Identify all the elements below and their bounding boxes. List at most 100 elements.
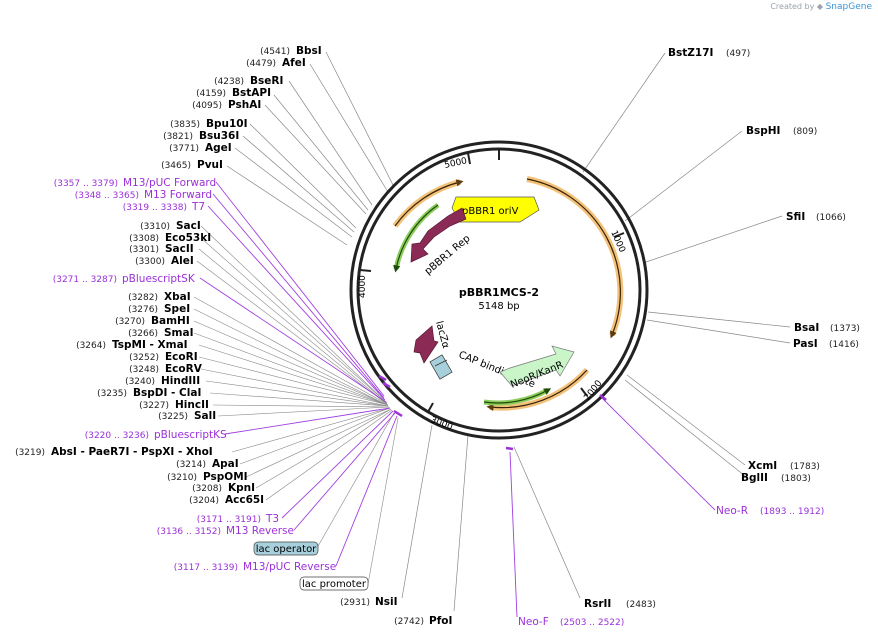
oriv-label: pBBR1 oriV	[462, 206, 519, 217]
enzyme-pos: (2742)	[394, 617, 424, 627]
orf-arcs	[392, 176, 624, 411]
enzyme-pos: (3204)	[189, 496, 219, 506]
primer-label: pBluescriptSK	[122, 273, 196, 285]
tick-4000: 4000	[358, 275, 368, 298]
enzyme-pos: (2931)	[340, 598, 370, 608]
enzyme-pos: (3308)	[129, 234, 159, 244]
enzyme-label: SacI	[176, 220, 201, 232]
tick-5000: 5000	[444, 156, 469, 171]
enzyme-label: BspDI - ClaI	[133, 387, 201, 399]
enzyme-label: PspOMI	[203, 471, 248, 483]
enzyme-label: BamHI	[151, 315, 190, 327]
enzyme-pos: (3300)	[135, 257, 165, 267]
primer-label: Neo-F	[518, 616, 549, 628]
primer-pos: (3117 .. 3139)	[174, 563, 238, 573]
enzyme-pos: (3835)	[170, 120, 200, 130]
enzyme-pos: (3208)	[192, 484, 222, 494]
enzyme-label: SacII	[165, 243, 194, 255]
primer-pos: (3319 .. 3338)	[123, 203, 187, 213]
primer-pos: (3136 .. 3152)	[157, 527, 221, 537]
enzyme-pos: (3282)	[128, 293, 158, 303]
enzyme-pos: (3821)	[163, 132, 193, 142]
primer-label: M13/pUC Reverse	[243, 561, 336, 573]
plasmid-size: 5148 bp	[478, 301, 519, 312]
enzyme-label: BstAPI	[232, 87, 271, 99]
mcs-fan-lines	[193, 225, 399, 585]
enzyme-label: NsiI	[375, 596, 398, 608]
line-bglii	[624, 379, 746, 477]
enzyme-label: SalI	[194, 410, 216, 422]
lac-small-features	[429, 354, 453, 380]
line-bstz17i	[582, 52, 666, 173]
enzyme-pos: (4159)	[196, 89, 226, 99]
enzyme-pos: (3301)	[129, 245, 159, 255]
enzyme-label: BsaI	[794, 322, 819, 334]
snapgene-credit: Created by ◆ SnapGene	[770, 2, 872, 12]
enzyme-label: Bsu36I	[199, 130, 239, 142]
left-enzyme-labels: (4541) BbsI (4479) AfeI (4238) BseRI (41…	[15, 45, 322, 506]
enzyme-label: ApaI	[212, 458, 239, 470]
tick-3000: 3000	[429, 415, 454, 432]
enzyme-label: BspHI	[746, 125, 780, 137]
line-nsii	[401, 424, 433, 599]
enzyme-label: BglII	[741, 472, 768, 484]
credit-brand: SnapGene	[825, 2, 872, 12]
enzyme-pos: (4541)	[260, 47, 290, 57]
line-bsai	[647, 311, 791, 328]
enzyme-label: TspMI - XmaI	[112, 339, 188, 351]
line-pasi	[646, 319, 791, 344]
primer-pos: (3171 .. 3191)	[197, 515, 261, 525]
enzyme-label: PasI	[793, 338, 818, 350]
enzyme-label: SpeI	[164, 303, 190, 315]
enzyme-pos: (3235)	[97, 389, 127, 399]
enzyme-label: EcoRV	[165, 363, 203, 375]
credit-prefix: Created by	[770, 2, 815, 11]
enzyme-pos: (3266)	[128, 329, 158, 339]
enzyme-pos: (3227)	[139, 401, 169, 411]
feature-lacz[interactable]: lacZα	[413, 320, 451, 364]
enzyme-pos: (3465)	[161, 161, 191, 171]
enzyme-label: HindIII	[161, 375, 200, 387]
plasmid-name: pBBR1MCS-2	[459, 286, 539, 299]
feature-neo[interactable]: NeoR/KanR	[499, 345, 575, 391]
primer-pos: (1893 .. 1912)	[760, 507, 824, 517]
enzyme-label: AleI	[171, 255, 194, 267]
enzyme-pos: (3264)	[76, 341, 106, 351]
line-rsrii	[513, 446, 581, 599]
enzyme-pos: (3219)	[15, 448, 45, 458]
enzyme-pos: (1066)	[816, 213, 846, 223]
line-pfoi	[453, 434, 469, 612]
primer-label: Neo-R	[716, 505, 748, 517]
right-enzyme-labels: BstZ17I (497) BspHI (809) SfiI (1066) Bs…	[668, 47, 860, 484]
primer-pos: (3348 .. 3365)	[75, 191, 139, 201]
primer-label: T3	[265, 513, 279, 525]
lac-operator-box[interactable]: lac operator	[253, 541, 319, 556]
enzyme-pos: (809)	[793, 127, 817, 137]
enzyme-pos: (2483)	[626, 600, 656, 610]
enzyme-label: BseRI	[250, 75, 283, 87]
enzyme-label: XcmI	[748, 460, 777, 472]
lac-promoter-label: lac promoter	[302, 579, 367, 590]
lac-operator-label: lac operator	[256, 544, 317, 555]
snapgene-logo-icon: ◆	[816, 2, 824, 11]
bottom-enzyme-labels: (2931) NsiI (2742) PfoI RsrII (2483)	[340, 596, 656, 627]
enzyme-label: PvuI	[197, 159, 223, 171]
line-xcmi	[626, 374, 746, 466]
enzyme-label: Eco53kI	[165, 232, 211, 244]
enzyme-pos: (4238)	[214, 77, 244, 87]
enzyme-label: AgeI	[205, 142, 232, 154]
enzyme-label: Acc65I	[225, 494, 264, 506]
primer-label: M13 Forward	[144, 189, 212, 201]
line-sfii	[642, 215, 783, 264]
enzyme-pos: (497)	[726, 49, 750, 59]
enzyme-label: KpnI	[228, 482, 255, 494]
enzyme-pos: (4479)	[246, 59, 276, 69]
enzyme-label: AfeI	[282, 57, 306, 69]
enzyme-pos: (3310)	[140, 222, 170, 232]
enzyme-pos: (3210)	[167, 473, 197, 483]
primer-lines	[199, 181, 716, 618]
primer-label: M13 Reverse	[226, 525, 294, 537]
enzyme-pos: (4095)	[192, 101, 222, 111]
lac-promoter-box[interactable]: lac promoter	[299, 576, 369, 591]
